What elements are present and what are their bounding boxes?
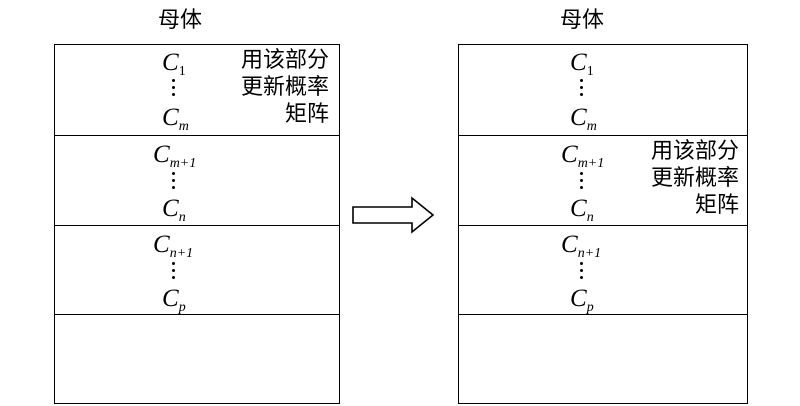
right-var-cn1: Cn+1 — [561, 231, 602, 261]
left-section-2: Cm+1 Cn — [55, 136, 339, 226]
right-vdots-2 — [580, 172, 584, 193]
right-section-1: C1 Cm — [459, 45, 747, 136]
left-var-cm1: Cm+1 — [153, 141, 197, 171]
left-var-cp: Cp — [162, 285, 186, 315]
left-population-box: C1 Cm 用该部分 更新概率 矩阵 Cm+1 Cn Cn+1 Cp — [54, 44, 340, 404]
left-update-note: 用该部分 更新概率 矩阵 — [240, 48, 329, 127]
right-var-cp: Cp — [570, 285, 594, 315]
left-var-cn1: Cn+1 — [153, 231, 194, 261]
right-var-cn: Cn — [570, 195, 594, 225]
right-var-cm1: Cm+1 — [561, 141, 605, 171]
right-vdots-3 — [580, 262, 584, 283]
left-section-4 — [55, 315, 339, 403]
right-title: 母体 — [559, 8, 604, 33]
right-var-cm: Cm — [570, 104, 597, 134]
left-section-1: C1 Cm 用该部分 更新概率 矩阵 — [55, 45, 339, 136]
right-section-4 — [459, 315, 747, 403]
right-vdots-1 — [580, 79, 584, 100]
right-var-c1: C1 — [570, 49, 594, 79]
left-var-cn: Cn — [162, 195, 186, 225]
left-vdots-1 — [172, 79, 176, 100]
left-var-c1: C1 — [162, 49, 186, 79]
right-update-note: 用该部分 更新概率 矩阵 — [650, 139, 739, 218]
left-var-cm: Cm — [162, 104, 189, 134]
right-section-3: Cn+1 Cp — [459, 226, 747, 315]
left-section-3: Cn+1 Cp — [55, 226, 339, 315]
right-section-2: Cm+1 Cn 用该部分 更新概率 矩阵 — [459, 136, 747, 226]
right-arrow-icon — [352, 196, 435, 234]
left-vdots-2 — [172, 172, 176, 193]
right-population-box: C1 Cm Cm+1 Cn 用该部分 更新概率 矩阵 Cn+1 Cp — [458, 44, 748, 404]
left-vdots-3 — [172, 262, 176, 283]
left-title: 母体 — [157, 8, 202, 33]
